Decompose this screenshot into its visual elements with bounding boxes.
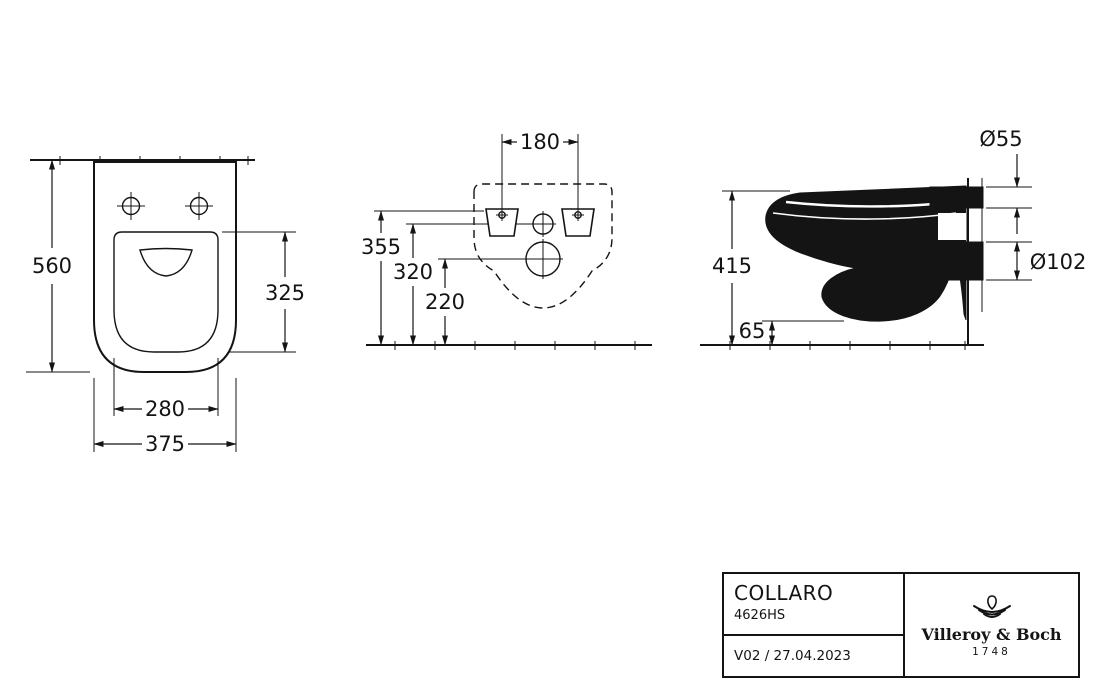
inlet-pipe (929, 186, 984, 209)
dim-dia-55: Ø55 (979, 127, 1032, 234)
flush-gap-cutout (938, 213, 966, 240)
wall-hatch-ticks (59, 156, 249, 165)
drain-outlet-hole (523, 239, 563, 279)
water-inlet-hole (530, 211, 556, 237)
brand-name: Villeroy & Boch (921, 625, 1062, 644)
version-date: V02 / 27.04.2023 (734, 648, 851, 664)
dim-415: 415 (712, 190, 790, 346)
dim-320: 320 (393, 223, 531, 346)
dim-325-label: 325 (265, 281, 305, 305)
dim-355: 355 (361, 210, 484, 346)
mounting-hole-right (185, 192, 213, 220)
product-name: COLLARO (734, 581, 834, 605)
floor-hatch-ticks (394, 341, 636, 350)
dim-280-label: 280 (145, 397, 185, 421)
brand-year: 1748 (972, 646, 1011, 658)
rim-seam-line (772, 212, 957, 220)
dim-325: 325 (222, 231, 305, 353)
rear-installation-view: 180 355 320 220 (361, 130, 652, 350)
dim-415-label: 415 (712, 254, 752, 278)
dim-65: 65 (739, 319, 844, 346)
fixing-plate-right (561, 208, 595, 237)
dim-375: 375 (93, 378, 237, 456)
dim-320-label: 320 (393, 260, 433, 284)
bowl-water-surface (139, 247, 193, 277)
dim-dia102-label: Ø102 (1030, 250, 1087, 274)
dim-dia55-label: Ø55 (979, 127, 1022, 151)
brand-fountain-icon (972, 595, 1011, 618)
dim-280: 280 (113, 358, 219, 421)
product-cell: COLLARO 4626HS (724, 574, 903, 636)
brand-logo: Villeroy & Boch 1748 (905, 574, 1078, 676)
dim-65-label: 65 (739, 319, 766, 343)
drain-pipe (947, 241, 984, 281)
dim-375-label: 375 (145, 432, 185, 456)
dim-180-label: 180 (520, 130, 560, 154)
mounting-hole-left (117, 192, 145, 220)
article-number: 4626HS (734, 608, 786, 623)
front-view: 560 325 280 375 (26, 156, 305, 456)
dim-560-label: 560 (32, 254, 72, 278)
fixing-plate-left (485, 208, 519, 237)
side-view: 415 65 Ø55 Ø102 (700, 127, 1086, 350)
toilet-seat-opening (113, 231, 219, 353)
dim-220-label: 220 (425, 290, 465, 314)
side-floor-ticks (729, 341, 966, 350)
dim-355-label: 355 (361, 235, 401, 259)
title-block-left: COLLARO 4626HS V02 / 27.04.2023 (724, 574, 905, 676)
title-block: COLLARO 4626HS V02 / 27.04.2023 Villeroy… (722, 572, 1080, 678)
technical-drawing-canvas: 560 325 280 375 (26, 127, 1086, 456)
dim-dia-102: Ø102 (986, 241, 1087, 281)
toilet-body-outline (93, 161, 237, 373)
dim-180: 180 (501, 130, 579, 212)
dim-560: 560 (26, 159, 90, 373)
dim-220: 220 (425, 258, 524, 346)
